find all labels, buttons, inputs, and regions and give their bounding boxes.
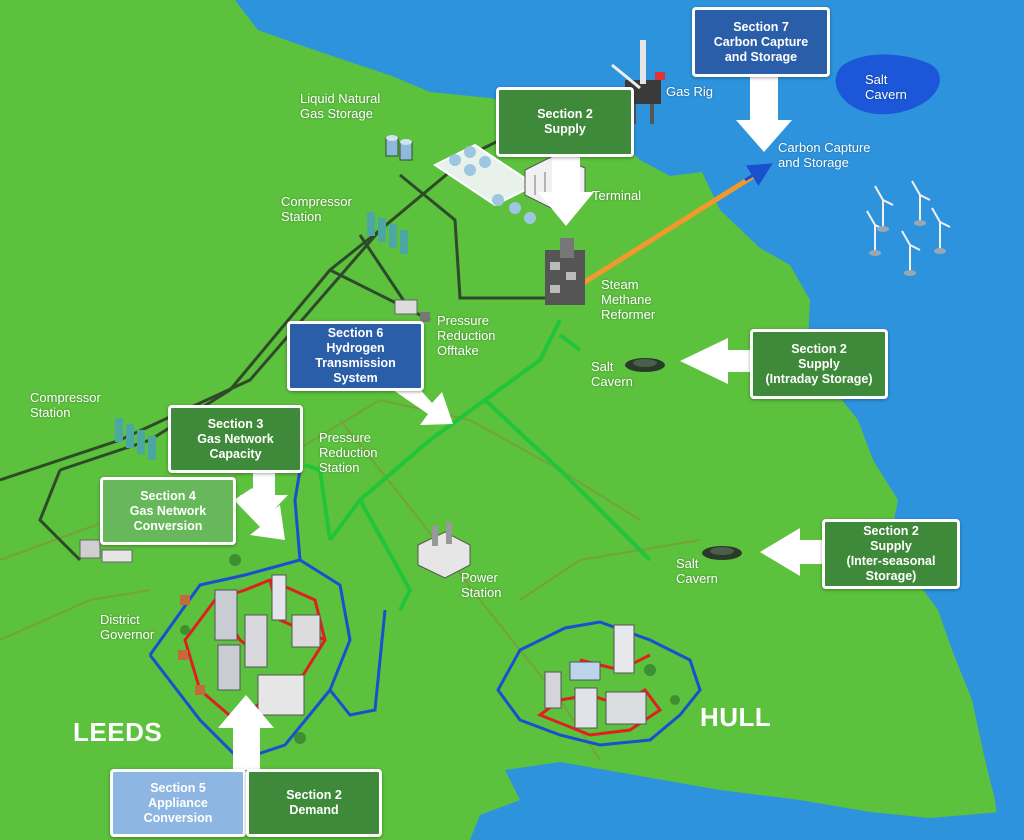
salt-cavern-icon (702, 546, 742, 560)
co2-pipeline-arrow (744, 163, 773, 187)
city-buildings-icon (178, 554, 321, 744)
lng-tank-icon (433, 143, 537, 224)
lng-storage-label: Liquid Natural Gas Storage (300, 91, 381, 121)
compressor-icon (115, 418, 156, 460)
city-buildings-icon (544, 624, 680, 729)
pressure-reduction-offtake-icon (394, 299, 430, 322)
section-2-interseasonal-box: Section 2 Supply (Inter-seasonal Storage… (822, 519, 960, 589)
hydrogen-pipelines (304, 319, 652, 611)
carbon-capture-label: Carbon Capture and Storage (778, 140, 871, 170)
arrow-s2-intraday-left (680, 338, 752, 384)
section-5-appliance-box: Section 5 Appliance Conversion (110, 769, 246, 837)
salt-cavern-sea-shape (835, 54, 940, 115)
salt-cavern-2-label: Salt Cavern (676, 556, 718, 586)
salt-cavern-1-label: Salt Cavern (591, 359, 633, 389)
co2-pipeline (578, 169, 762, 288)
terminal-label: Terminal (592, 188, 642, 203)
arrow-s7-down (736, 76, 792, 152)
city-label-hull: HULL (700, 702, 772, 732)
section-7-ccs-box: Section 7 Carbon Capture and Storage (692, 7, 830, 77)
power-station-icon (417, 522, 471, 579)
lng-tank-icon (385, 135, 413, 161)
pressure-station-label: Pressure Reduction Station (319, 430, 378, 475)
city-label-leeds: LEEDS (73, 717, 163, 747)
section-2-supply-box: Section 2 Supply (496, 87, 634, 157)
salt-cavern-sea-label: Salt Cavern (865, 72, 907, 102)
gas-rig-label: Gas Rig (666, 84, 713, 99)
section-4-conversion-box: Section 4 Gas Network Conversion (100, 477, 236, 545)
section-2-demand-box: Section 2 Demand (246, 769, 382, 837)
compressor-icon (367, 212, 408, 254)
section-3-capacity-box: Section 3 Gas Network Capacity (168, 405, 303, 473)
steam-methane-reformer-icon (545, 238, 585, 305)
salt-cavern-icon (625, 358, 665, 372)
arrow-s2-interseasonal-left (760, 528, 826, 576)
wind-turbine-bases (869, 220, 946, 276)
compressor-station-top-label: Compressor Station (281, 194, 352, 224)
compressor-station-left-label: Compressor Station (30, 390, 101, 420)
estuary (470, 762, 1024, 840)
section-arrows (218, 76, 826, 770)
section-2-intraday-box: Section 2 Supply (Intraday Storage) (750, 329, 888, 399)
arrow-s2-supply-down (538, 150, 594, 226)
smr-label: Steam Methane Reformer (601, 277, 656, 322)
district-governor-icon (79, 539, 133, 563)
pressure-offtake-label: Pressure Reduction Offtake (437, 313, 496, 358)
arrow-s4-down (234, 488, 285, 540)
section-6-hydrogen-box: Section 6 Hydrogen Transmission System (287, 321, 424, 391)
power-station-label: Power Station (461, 570, 502, 600)
district-governor-label: District Governor (100, 612, 155, 642)
arrow-s5-up (218, 695, 274, 770)
